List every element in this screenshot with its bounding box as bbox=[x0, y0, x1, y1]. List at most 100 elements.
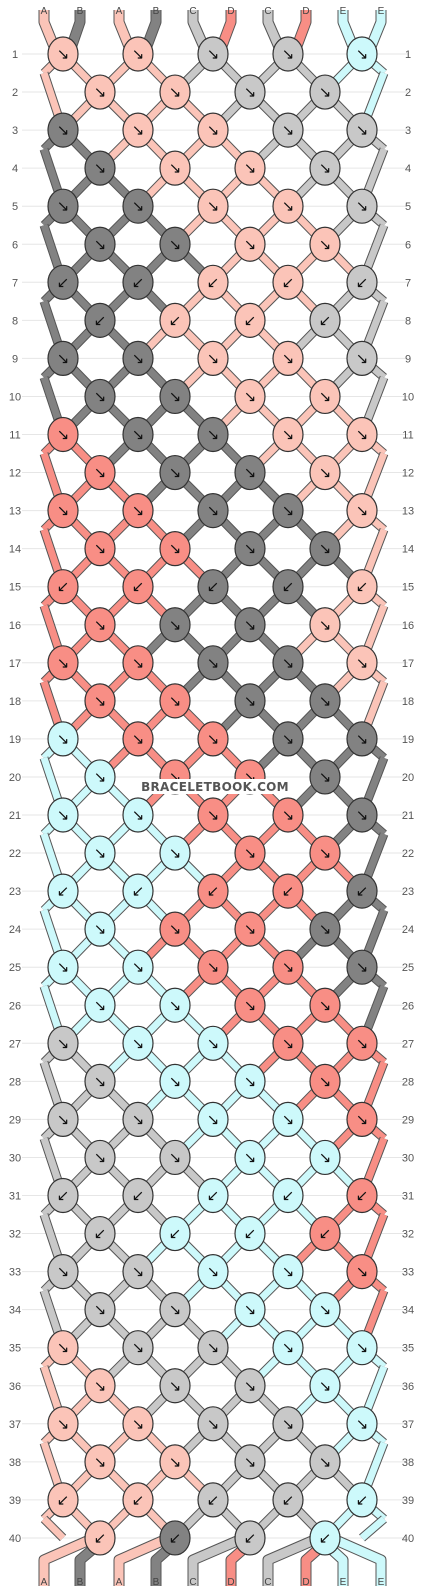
knot-oval bbox=[84, 454, 116, 491]
knot-oval bbox=[122, 645, 154, 681]
knot-arrow-icon: ↙ bbox=[244, 1529, 257, 1547]
knot: ↘ bbox=[272, 112, 304, 148]
knot-arrow-icon: ↘ bbox=[244, 1453, 257, 1471]
knot-arrow-icon: ↘ bbox=[57, 349, 70, 367]
knot: ↘ bbox=[122, 1406, 154, 1442]
knot-arrow-icon: ↘ bbox=[94, 540, 107, 558]
knot-oval bbox=[346, 416, 378, 453]
knot-arrow-icon: ↘ bbox=[57, 654, 70, 672]
knot-arrow-icon: ↙ bbox=[132, 1491, 145, 1509]
row-number-right: 28 bbox=[402, 1076, 414, 1088]
knot: ↙ bbox=[234, 1520, 266, 1556]
knot-oval bbox=[159, 1292, 191, 1328]
knot-arrow-icon: ↘ bbox=[94, 83, 107, 101]
knot: ↘ bbox=[346, 416, 378, 453]
knot-arrow-icon: ↘ bbox=[319, 464, 332, 482]
row-number-right: 40 bbox=[402, 1533, 414, 1545]
strand-label-bottom: B bbox=[77, 1577, 84, 1588]
knot-arrow-icon: ↘ bbox=[57, 806, 70, 824]
knot-arrow-icon: ↘ bbox=[132, 806, 145, 824]
knot-arrow-icon: ↘ bbox=[282, 958, 295, 976]
knot-oval bbox=[346, 112, 378, 148]
row-number-right: 12 bbox=[402, 468, 414, 480]
row-number-left: 7 bbox=[12, 277, 18, 289]
strand-label-bottom: A bbox=[116, 1577, 123, 1588]
knot-arrow-icon: ↘ bbox=[319, 387, 332, 405]
knot-oval bbox=[47, 873, 79, 909]
knot-arrow-icon: ↘ bbox=[132, 730, 145, 748]
knot-arrow-icon: ↘ bbox=[169, 692, 182, 710]
strand-label-bottom: E bbox=[340, 1577, 347, 1588]
knot-oval bbox=[234, 454, 266, 491]
knot-oval bbox=[346, 493, 378, 529]
knot-arrow-icon: ↘ bbox=[356, 1110, 369, 1128]
knot-oval bbox=[272, 1482, 304, 1518]
knot: ↘ bbox=[197, 645, 229, 681]
knot: ↘ bbox=[159, 835, 191, 871]
row-number-right: 37 bbox=[402, 1419, 414, 1431]
knot-oval bbox=[122, 112, 154, 148]
row-number-left: 29 bbox=[9, 1114, 21, 1126]
knot-oval bbox=[159, 378, 191, 415]
knot: ↘ bbox=[84, 150, 116, 186]
knot-oval bbox=[122, 797, 154, 833]
knot-oval bbox=[309, 683, 341, 719]
knot: ↘ bbox=[272, 340, 304, 376]
knot: ↙ bbox=[234, 1215, 266, 1252]
knot: ↘ bbox=[159, 531, 191, 567]
row-number-left: 15 bbox=[9, 582, 21, 594]
row-number-left: 18 bbox=[9, 696, 21, 708]
row-number-left: 14 bbox=[9, 544, 21, 556]
knot-arrow-icon: ↙ bbox=[169, 1225, 182, 1243]
knot-arrow-icon: ↘ bbox=[356, 730, 369, 748]
knot-oval bbox=[159, 1215, 191, 1252]
knot: ↘ bbox=[159, 987, 191, 1023]
knot: ↘ bbox=[122, 1253, 154, 1290]
knot-oval bbox=[197, 569, 229, 605]
knot-oval bbox=[346, 949, 378, 985]
knot-arrow-icon: ↘ bbox=[169, 1148, 182, 1166]
strand-label-bottom: C bbox=[189, 1577, 196, 1588]
row-number-left: 24 bbox=[9, 924, 21, 936]
row-number-right: 17 bbox=[402, 658, 414, 670]
knot-oval bbox=[234, 74, 266, 110]
knot-arrow-icon: ↘ bbox=[57, 502, 70, 520]
knot: ↙ bbox=[346, 1177, 378, 1214]
row-number-left: 8 bbox=[12, 315, 18, 327]
knot: ↘ bbox=[159, 1292, 191, 1328]
knot-arrow-icon: ↘ bbox=[132, 654, 145, 672]
knot-oval bbox=[234, 302, 266, 338]
knot: ↙ bbox=[272, 873, 304, 909]
knot: ↘ bbox=[234, 1063, 266, 1099]
knot: ↘ bbox=[84, 911, 116, 947]
strand-label-top: E bbox=[340, 6, 347, 17]
knot-oval bbox=[346, 645, 378, 681]
knot: ↘ bbox=[159, 911, 191, 947]
knot: ↘ bbox=[234, 1139, 266, 1176]
row-number-left: 35 bbox=[9, 1343, 21, 1355]
knot-oval bbox=[197, 112, 229, 148]
knot-arrow-icon: ↘ bbox=[244, 996, 257, 1014]
knot-oval bbox=[159, 454, 191, 491]
row-number-left: 30 bbox=[9, 1152, 21, 1164]
knot: ↘ bbox=[47, 645, 79, 681]
knot: ↘ bbox=[159, 1444, 191, 1480]
knot-oval bbox=[272, 1101, 304, 1138]
knot: ↘ bbox=[197, 36, 229, 72]
knot-oval bbox=[234, 1444, 266, 1480]
knot: ↘ bbox=[346, 112, 378, 148]
knot-oval bbox=[272, 112, 304, 148]
knot-arrow-icon: ↘ bbox=[244, 83, 257, 101]
knot-oval bbox=[122, 188, 154, 224]
knot-oval bbox=[272, 569, 304, 605]
knot-arrow-icon: ↘ bbox=[94, 1148, 107, 1166]
knot-oval bbox=[234, 1292, 266, 1328]
knot-arrow-icon: ↘ bbox=[282, 45, 295, 63]
knot: ↘ bbox=[309, 454, 341, 491]
knot-oval bbox=[159, 987, 191, 1023]
knot: ↘ bbox=[309, 1368, 341, 1404]
knot-arrow-icon: ↘ bbox=[244, 1072, 257, 1090]
knot: ↙ bbox=[47, 873, 79, 909]
row-number-right: 25 bbox=[402, 962, 414, 974]
row-number-left: 12 bbox=[9, 468, 21, 480]
